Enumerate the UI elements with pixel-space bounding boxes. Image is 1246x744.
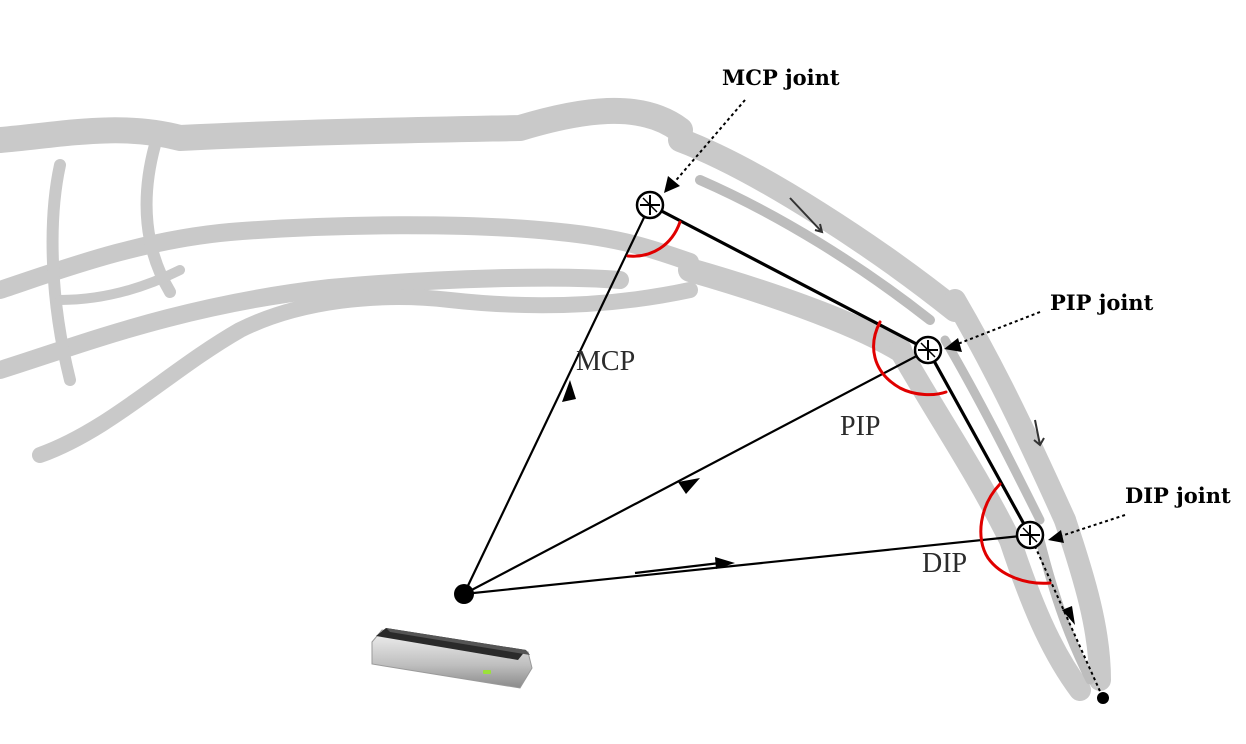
joint-angle-arcs	[626, 220, 1052, 585]
position-vectors	[454, 204, 1031, 604]
motion-sensor-device	[371, 628, 533, 689]
pip-angle-arc	[872, 320, 948, 397]
callout-leaders	[664, 99, 1126, 543]
dip-vector-arrowhead	[715, 557, 735, 569]
motion-hint-2	[1033, 419, 1045, 447]
dip-joint-marker	[1015, 520, 1045, 550]
sensor-indicator-light	[483, 670, 491, 674]
mcp-joint-label: MCP joint	[722, 65, 840, 90]
sensor-origin-point	[454, 584, 474, 604]
pip-joint-label: PIP joint	[1050, 290, 1154, 315]
dip-joint-label: DIP joint	[1125, 483, 1231, 508]
pip-callout-arrowhead	[944, 338, 962, 352]
pip-vector-label: PIP	[840, 411, 880, 442]
fingertip-point	[1097, 692, 1109, 704]
joint-markers	[635, 190, 1045, 550]
mcp-joint-marker	[635, 190, 665, 220]
labels: MCP joint PIP joint DIP joint MCP PIP DI…	[576, 65, 1231, 579]
middle-segment	[926, 349, 1032, 536]
dip-vector	[463, 533, 1031, 596]
mcp-callout-line	[671, 99, 746, 186]
dip-angle-arc	[979, 482, 1052, 585]
mcp-vector	[463, 204, 651, 595]
mcp-angle-arc	[626, 220, 682, 258]
dip-vector-label: DIP	[922, 548, 967, 579]
pip-joint-marker	[913, 335, 943, 365]
mcp-callout-arrowhead	[664, 176, 680, 193]
dip-callout-arrowhead	[1048, 530, 1064, 543]
finger-segments	[649, 197, 1109, 704]
dip-vector-offset	[634, 561, 721, 575]
motion-hint-1	[789, 197, 824, 234]
mcp-vector-arrowhead	[562, 380, 576, 402]
hand-skeleton	[0, 97, 1111, 701]
pip-vector-arrowhead	[678, 478, 700, 494]
distal-arrowhead	[1062, 606, 1075, 625]
mcp-vector-label: MCP	[576, 346, 635, 377]
proximal-segment	[649, 203, 929, 352]
pip-vector	[463, 349, 929, 595]
